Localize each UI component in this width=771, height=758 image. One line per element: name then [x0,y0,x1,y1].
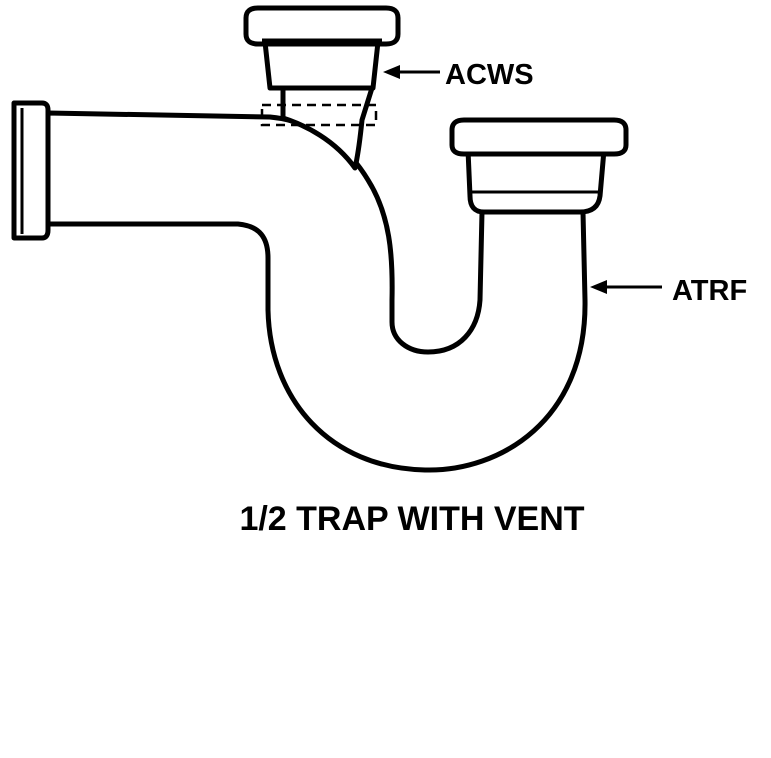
atrf-label: ATRF [672,275,747,307]
acws-label: ACWS [445,59,534,91]
acws-arrow [383,65,440,79]
atrf-arrow [590,280,662,294]
vent-riser [260,85,378,171]
vent-cap [243,5,401,91]
diagram-caption: 1/2 TRAP WITH VENT [239,500,584,538]
inlet-flange [11,100,51,241]
outlet-cap [449,117,629,215]
